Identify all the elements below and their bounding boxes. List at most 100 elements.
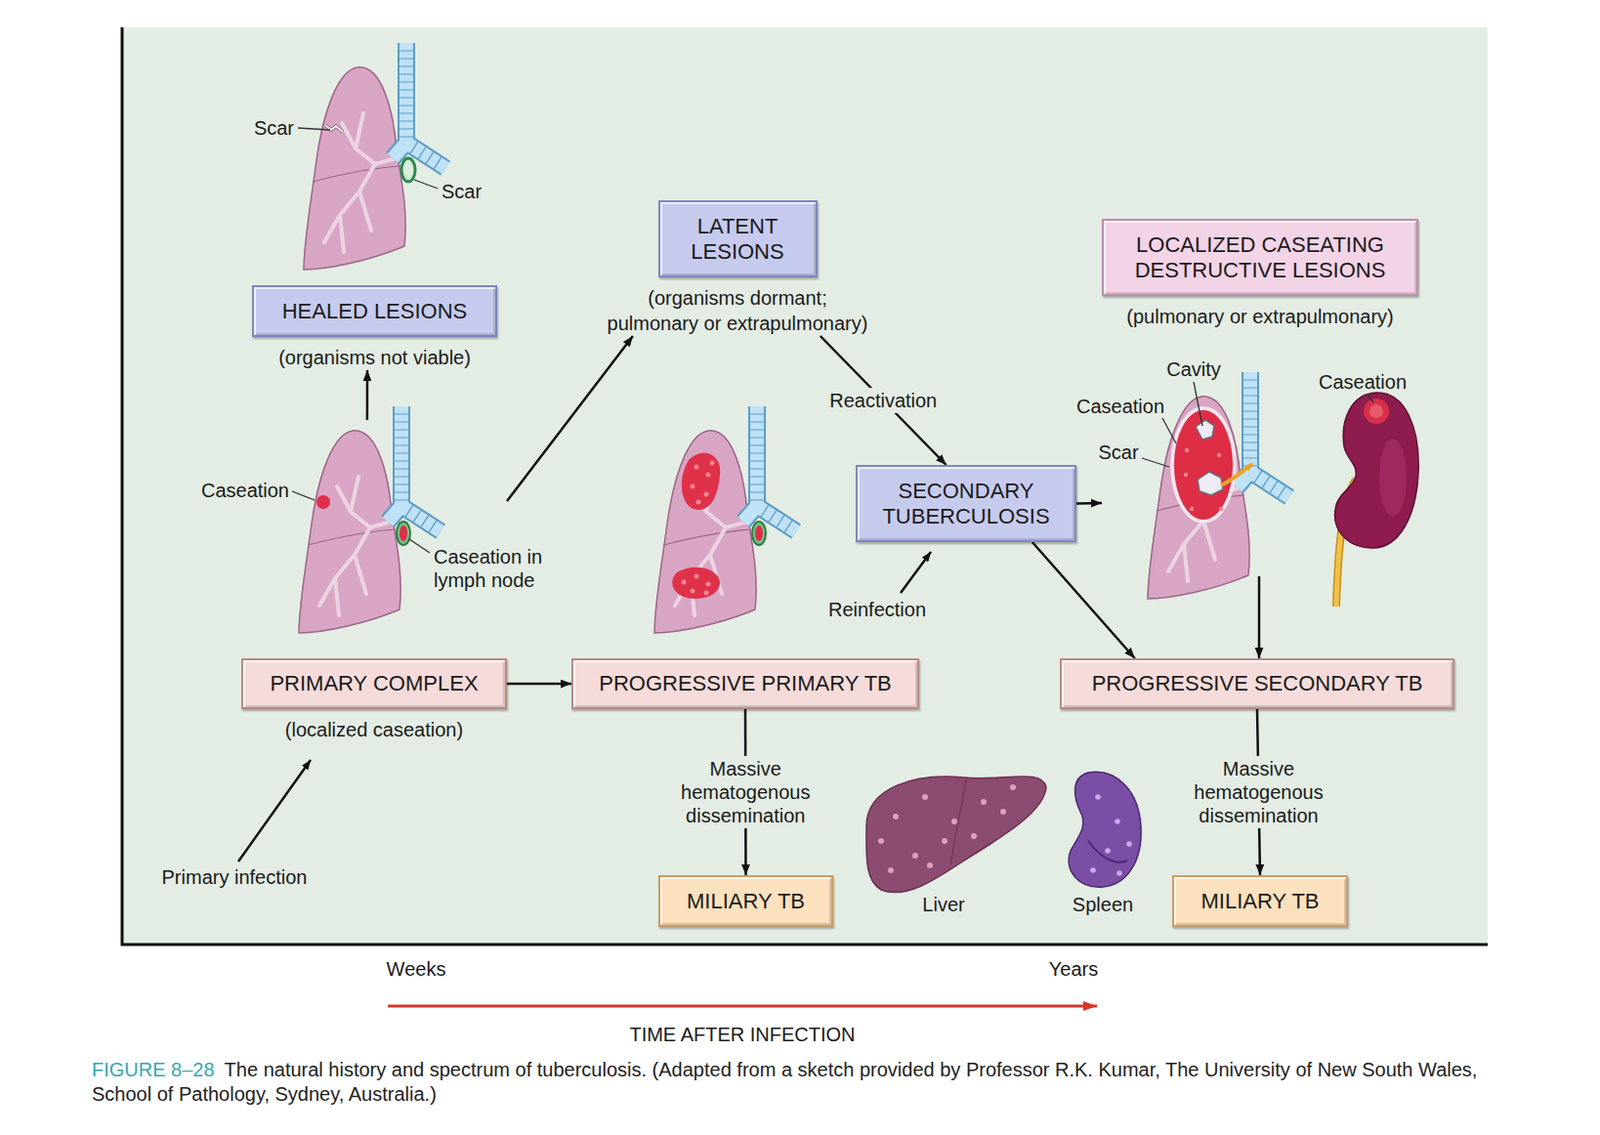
figure-number: FIGURE 8–28 xyxy=(91,1058,215,1081)
illustration-part xyxy=(1104,847,1111,854)
illustration-part xyxy=(912,852,919,859)
illustration-part xyxy=(1141,458,1170,467)
illustration-part xyxy=(704,590,710,596)
lung-progressive xyxy=(654,406,797,633)
node-spacer xyxy=(241,420,507,659)
illustration-part xyxy=(409,539,430,553)
illustration-part xyxy=(926,862,933,869)
lymph-caseation xyxy=(399,525,408,542)
connector-arrow xyxy=(506,682,572,686)
illustration-part xyxy=(970,833,977,840)
caseation-dots xyxy=(681,461,716,596)
connector-arrow xyxy=(1032,542,1136,659)
illustration-part xyxy=(1189,506,1194,511)
axis-label: Weeks xyxy=(386,957,447,981)
illustration-part xyxy=(1184,448,1189,453)
miliary-dots xyxy=(1090,794,1133,877)
arrow-label: Reinfection xyxy=(828,597,927,622)
lung-secondary xyxy=(1147,372,1290,599)
arrow-label: Primary infection xyxy=(162,865,308,889)
stage-node: SECONDARY TUBERCULOSIS xyxy=(855,464,1077,543)
illustration-part xyxy=(1183,472,1188,477)
caseation-area xyxy=(672,567,720,599)
lung-drawing xyxy=(1147,372,1290,599)
box-title: MILIARY TB xyxy=(1185,888,1335,914)
connector-label: Massive hematogenous dissemination xyxy=(1185,756,1333,829)
cavity xyxy=(1197,471,1223,496)
box-note: (pulmonary or extrapulmonary) xyxy=(1101,303,1419,330)
illustration-part xyxy=(414,179,438,189)
axis-label: Years xyxy=(1049,957,1098,981)
illustration-part xyxy=(941,838,948,844)
illustration-part xyxy=(690,589,696,594)
leader-lines xyxy=(292,127,1374,553)
part-label: Caseation xyxy=(1318,370,1407,394)
stage-node: MILIARY TB xyxy=(658,875,834,927)
box-title: MILIARY TB xyxy=(672,888,820,914)
illustration-part xyxy=(694,574,700,580)
lung-drawing xyxy=(654,406,797,633)
infection-arrow xyxy=(238,759,311,862)
caseation-spot xyxy=(1363,398,1390,424)
illustration-part xyxy=(1193,381,1203,426)
illustration-part xyxy=(694,464,700,470)
liver xyxy=(866,776,1047,893)
drainage-arrow xyxy=(1221,463,1253,486)
box-title: PROGRESSIVE PRIMARY TB xyxy=(585,671,906,696)
connector-label: Massive hematogenous dissemination xyxy=(672,756,819,829)
stage-node: LATENT LESIONS(organisms dormant; pulmon… xyxy=(584,200,891,337)
lymph-caseation xyxy=(755,525,763,542)
illustration-part xyxy=(1090,867,1096,874)
stage-box: PROGRESSIVE SECONDARY TB xyxy=(1059,658,1455,710)
illustration-part xyxy=(696,500,702,506)
part-label: Scar xyxy=(253,116,295,140)
connector-arrow xyxy=(1258,576,1262,659)
scar-mark xyxy=(325,125,343,132)
stage-box: HEALED LESIONS xyxy=(252,285,498,337)
illustration-part xyxy=(1116,870,1123,877)
caption-block: FIGURE 8–28The natural history and spect… xyxy=(91,1057,1518,1107)
part-label: Caseation xyxy=(201,478,290,503)
caseation-area xyxy=(681,453,720,510)
illustration-part xyxy=(704,492,710,498)
illustration-part xyxy=(1174,410,1233,520)
spleen-outline xyxy=(1068,771,1141,887)
illustration-part xyxy=(1094,794,1101,800)
illustration-part xyxy=(887,867,894,874)
box-note: (localized caseation) xyxy=(241,716,507,743)
illustration-part xyxy=(1000,808,1007,815)
organ-label: Liver xyxy=(922,892,965,917)
lymph-node xyxy=(396,521,411,546)
lung-drawing xyxy=(298,406,441,633)
spleen xyxy=(1068,771,1141,887)
caseation-spot xyxy=(316,495,331,509)
lymph-node xyxy=(752,521,766,546)
panel-axes xyxy=(122,27,1488,945)
liver-outline xyxy=(866,776,1047,893)
miliary-dots xyxy=(878,784,1016,874)
illustration-part xyxy=(292,491,315,501)
stage-box: MILIARY TB xyxy=(658,875,834,927)
illustration-part xyxy=(690,484,696,490)
connector-label: Reactivation xyxy=(825,387,941,414)
illustration-part xyxy=(681,580,687,586)
panel-ground xyxy=(122,27,1488,945)
reinfection-arrow xyxy=(900,551,931,593)
part-label: Caseation xyxy=(1076,394,1165,419)
lung-drawing xyxy=(303,42,446,270)
part-label: Scar xyxy=(1097,440,1138,464)
illustration-part xyxy=(1114,818,1121,825)
illustration-part xyxy=(1126,841,1133,847)
spleen-hilum xyxy=(1088,841,1128,863)
illustration-part xyxy=(1010,784,1016,791)
stage-node: MILIARY TB xyxy=(1172,875,1348,927)
part-label: Cavity xyxy=(1166,357,1222,381)
lymph-node xyxy=(401,158,416,182)
stage-box: PROGRESSIVE PRIMARY TB xyxy=(571,658,920,710)
stage-node: PROGRESSIVE PRIMARY TB xyxy=(571,658,920,710)
connector-arrow xyxy=(366,370,370,421)
connector-arrow xyxy=(1076,502,1102,506)
